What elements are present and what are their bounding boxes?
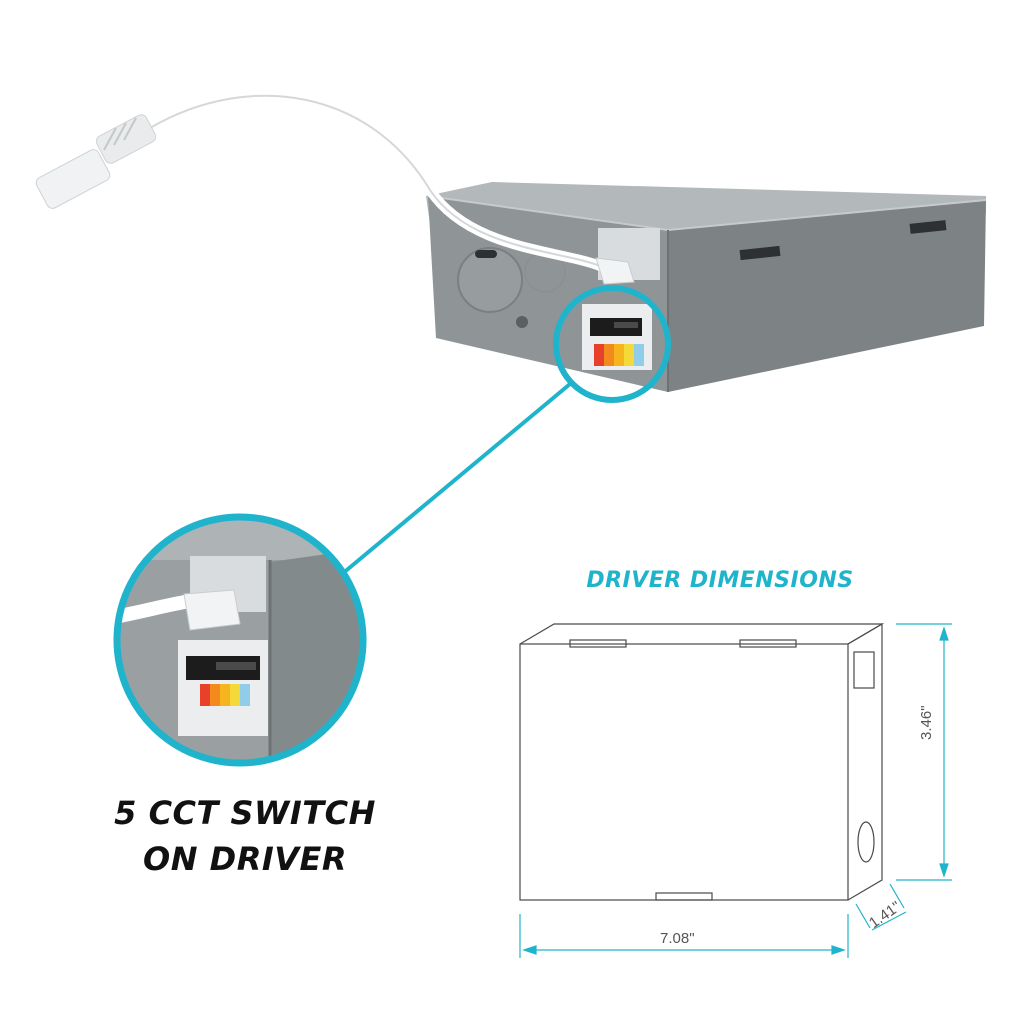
- cct-switch-caption: 5 CCT SWITCH ON DRIVER: [60, 790, 430, 882]
- highlight-ring: [553, 285, 671, 403]
- vent-slot: [739, 245, 781, 261]
- driver-box: [426, 182, 987, 392]
- caption-line-2: ON DRIVER: [143, 840, 347, 878]
- zoom-connector-line: [340, 382, 572, 576]
- cct-labels-small: [594, 344, 644, 366]
- width-label: 7.08": [660, 930, 695, 947]
- dimension-drawing: [519, 622, 885, 901]
- zoom-view: [113, 513, 367, 767]
- height-label: 3.46": [918, 705, 935, 740]
- knockout: [457, 247, 523, 313]
- dimensions-title: DRIVER DIMENSIONS: [586, 568, 854, 593]
- driver-box-right: [668, 200, 986, 392]
- screw: [516, 316, 528, 328]
- caption-line-1: 5 CCT SWITCH: [114, 794, 376, 832]
- dimension-lines: [519, 623, 952, 958]
- vent-slot: [909, 220, 947, 234]
- dimension-box-front: [519, 643, 849, 901]
- cable: [145, 90, 635, 285]
- dc-connector: [35, 114, 157, 209]
